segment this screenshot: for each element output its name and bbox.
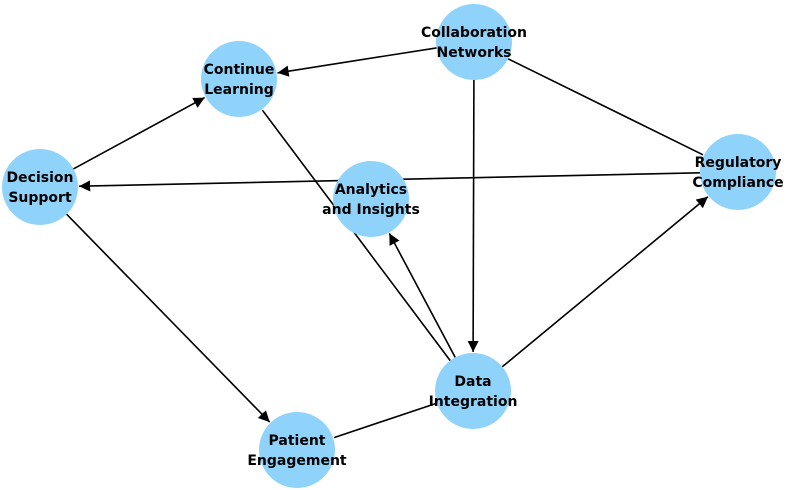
node-circle-analytics [333, 161, 409, 237]
node-label-line: Support [8, 190, 72, 206]
edges-layer [66, 47, 709, 439]
node-label-line: Integration [429, 394, 518, 410]
node-label-line: Engagement [247, 453, 347, 469]
edge-collab-regulatory [507, 58, 704, 156]
node-label-line: Analytics [335, 182, 407, 198]
node-label-line: Compliance [692, 175, 783, 191]
node-label-line: Patient [269, 433, 326, 449]
node-circle-collab [436, 4, 512, 80]
edge-data-regulatory [501, 196, 709, 368]
node-label-line: Collaboration [421, 25, 527, 41]
node-circle-data [435, 353, 511, 429]
edge-data-analytics [388, 233, 456, 358]
node-analytics: Analytics and Insights [322, 161, 420, 237]
node-label-analytics: Analytics and Insights [322, 182, 420, 218]
edge-data-patient [333, 402, 438, 439]
edge-collab-data [467, 79, 479, 353]
node-label-line: Continue [204, 62, 275, 78]
edge-decision-learn [73, 96, 206, 170]
edge-data-learn [261, 109, 451, 362]
node-label-line: Data [454, 374, 491, 390]
node-label-line: Networks [436, 45, 511, 61]
node-label-line: Regulatory [695, 155, 782, 171]
node-label-line: and Insights [322, 202, 420, 218]
node-circle-regulatory [700, 134, 776, 210]
node-circle-learn [201, 41, 277, 117]
node-circle-decision [2, 149, 78, 225]
node-label-line: Learning [204, 82, 274, 98]
node-label-line: Decision [7, 170, 74, 186]
edge-decision-patient [66, 213, 271, 423]
edge-collab-learn [277, 47, 437, 77]
node-circle-patient [259, 412, 335, 488]
